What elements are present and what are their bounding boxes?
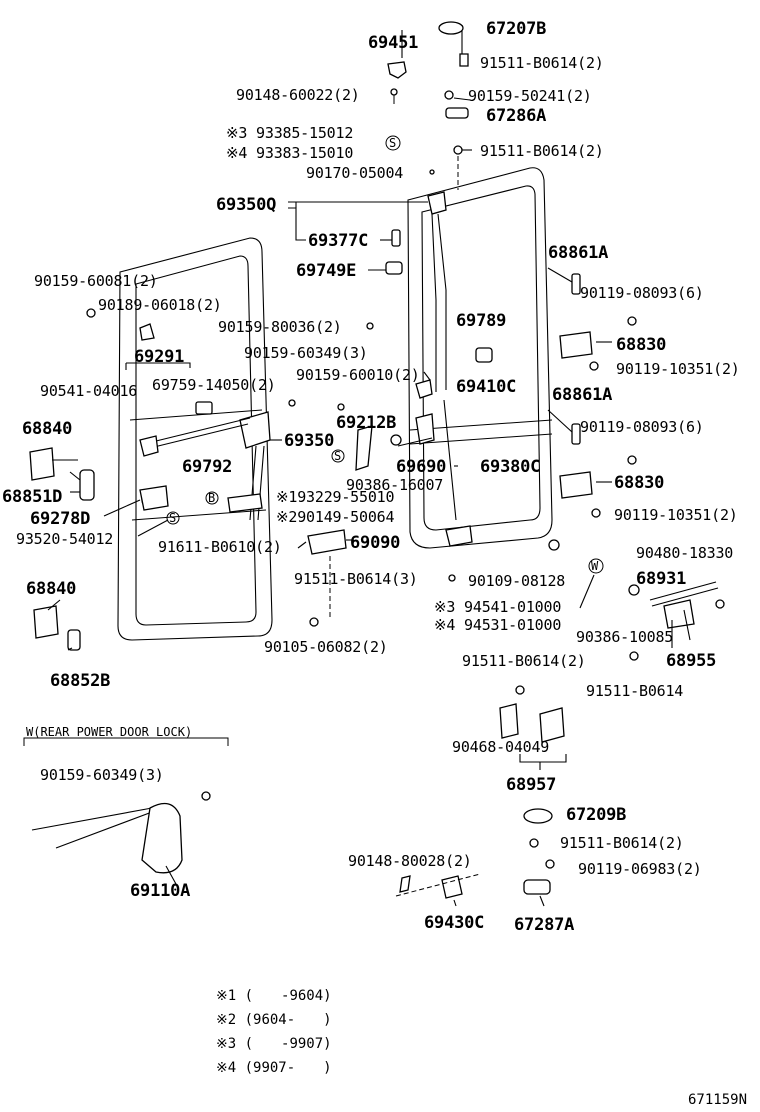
label-90468-04049: 90468-04049 [452,738,549,756]
label-90119-08093-b: 90119-08093(6) [580,418,704,436]
label-93229-55010: ※193229-55010 [276,488,395,506]
label-69291: 69291 [134,347,184,367]
label-90109-08128: 90109-08128 [468,572,565,590]
label-68957: 68957 [506,775,556,795]
label-68840-b: 68840 [26,579,76,599]
label-69789: 69789 [456,311,506,331]
figure-code: 671159N [688,1092,747,1108]
label-90148-80028: 90148-80028(2) [348,852,472,870]
label-90119-10351: 90119-10351(2) [616,360,740,378]
label-90159-60349-b: 90159-60349(3) [40,766,164,784]
symbol-w: W [591,559,599,573]
label-69410c: 69410C [456,377,516,397]
label-69749e: 69749E [296,261,356,281]
label-69430c: 69430C [424,913,484,933]
label-94531-01000: ※4 94531-01000 [434,616,561,634]
label-68861a-b: 68861A [552,385,612,405]
label-90386-10085: 90386-10085 [576,628,673,646]
symbol-s-2: S [334,449,341,463]
symbol-markers: S S S B W [169,136,599,573]
label-67207b: 67207B [486,19,546,39]
left-door-outline [117,237,273,641]
label-91511-b0614-c: 91511-B0614(3) [294,570,418,588]
label-68851d: 68851D [2,487,62,507]
label-90159-60349: 90159-60349(3) [244,344,368,362]
label-93385-15012: ※3 93385-15012 [226,124,353,142]
symbol-b: B [208,491,215,505]
label-69759-14050: 69759-14050(2) [152,376,276,394]
label-68931: 68931 [636,569,686,589]
label-90386-16007: 90386-16007 [346,476,443,494]
label-69690: 69690 [396,457,446,477]
symbol-s: S [389,136,396,150]
note-3: ※3 ( -9907) [216,1036,332,1052]
label-69090: 69090 [350,533,400,553]
misc-parts [29,21,725,899]
label-90159-60010: 90159-60010(2) [296,366,420,384]
label-69278d: 69278D [30,509,90,529]
label-93383-15010: ※4 93383-15010 [226,144,353,162]
label-69380c: 69380C [480,457,540,477]
label-90159-50241: 90159-50241(2) [468,87,592,105]
label-90105-06082: 90105-06082(2) [264,638,388,656]
label-94541-01000: ※3 94541-01000 [434,598,561,616]
label-90119-10351-b: 90119-10351(2) [614,506,738,524]
label-68830-b: 68830 [614,473,664,493]
note-2: ※2 (9604- ) [216,1012,332,1028]
label-69350: 69350 [284,431,334,451]
label-90170-05004: 90170-05004 [306,164,403,182]
label-67287a: 67287A [514,915,574,935]
label-68861a: 68861A [548,243,608,263]
label-91511-b0614-f: 91511-B0614(2) [560,834,684,852]
leader-lines [47,30,691,907]
label-90148-60022: 90148-60022(2) [236,86,360,104]
label-rear-power-door-lock: W(REAR POWER DOOR LOCK) [26,725,192,739]
label-93520-54012: 93520-54012 [16,530,113,548]
label-69110a: 69110A [130,881,190,901]
label-90119-06983: 90119-06983(2) [578,860,702,878]
notes-legend: ※1 ( -9604) ※2 (9604- ) ※3 ( -9907) ※4 (… [216,988,332,1076]
label-68830: 68830 [616,335,666,355]
label-90159-60081: 90159-60081(2) [34,272,158,290]
label-91511-b0614-d: 91511-B0614(2) [462,652,586,670]
label-90189-06018: 90189-06018(2) [98,296,222,314]
label-90149-50064: ※290149-50064 [276,508,395,526]
label-90159-80036: 90159-80036(2) [218,318,342,336]
label-90480-18330: 90480-18330 [636,544,733,562]
symbol-s-3: S [169,511,176,525]
label-67209b: 67209B [566,805,626,825]
label-67286a: 67286A [486,106,546,126]
label-69377c: 69377C [308,231,368,251]
label-69451: 69451 [368,33,418,53]
label-90119-08093: 90119-08093(6) [580,284,704,302]
label-91511-b0614: 91511-B0614(2) [480,54,604,72]
label-68852b: 68852B [50,671,110,691]
label-68955: 68955 [666,651,716,671]
label-91611-b0610: 91611-B0610(2) [158,538,282,556]
note-4: ※4 (9907- ) [216,1060,332,1076]
label-90541-04016: 90541-04016 [40,382,137,400]
label-91511-b0614-b: 91511-B0614(2) [480,142,604,160]
rear-power-door-lock-inset [23,737,229,874]
note-1: ※1 ( -9604) [216,988,332,1004]
label-69792: 69792 [182,457,232,477]
label-68840: 68840 [22,419,72,439]
label-69212b: 69212B [336,413,396,433]
part-labels: 69451 67207B 91511-B0614(2) 90148-60022(… [2,19,740,935]
label-91511-b0614-e: 91511-B0614 [586,682,683,700]
label-69350q: 69350Q [216,195,276,215]
